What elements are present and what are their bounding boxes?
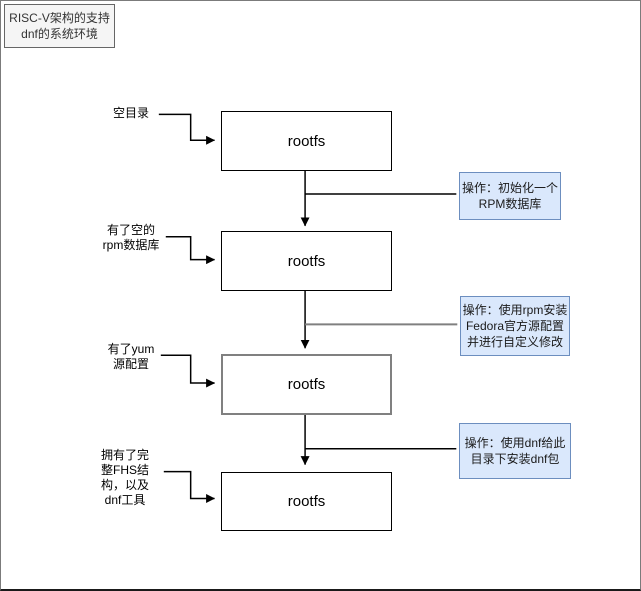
node-rootfs-4: rootfs [221,472,392,531]
operation-box-2: 操作：使用rpm安装 Fedora官方源配置 并进行自定义修改 [460,296,570,356]
node-rootfs-3: rootfs [221,354,392,415]
stage-label-3: 有了yum 源配置 [107,342,155,371]
stage-label-4: 拥有了完 整FHS结 构，以及 dnf工具 [100,448,149,507]
node-rootfs-2: rootfs [221,231,392,291]
arrow-label2-node2 [165,236,216,265]
node-rootfs-1: rootfs [221,111,392,171]
arrow-label1-node1 [158,113,216,145]
arrow-label4-node4 [163,470,216,503]
stage-label-1: 空目录 [112,106,149,120]
operation-box-1: 操作：初始化一个 RPM数据库 [459,172,561,220]
operation-box-3: 操作：使用dnf给此 目录下安装dnf包 [459,423,571,479]
stage-label-2: 有了空的 rpm数据库 [102,223,160,252]
diagram-title: RISC-V架构的支持 dnf的系统环境 [4,4,115,48]
arrow-label3-node3 [160,354,216,388]
